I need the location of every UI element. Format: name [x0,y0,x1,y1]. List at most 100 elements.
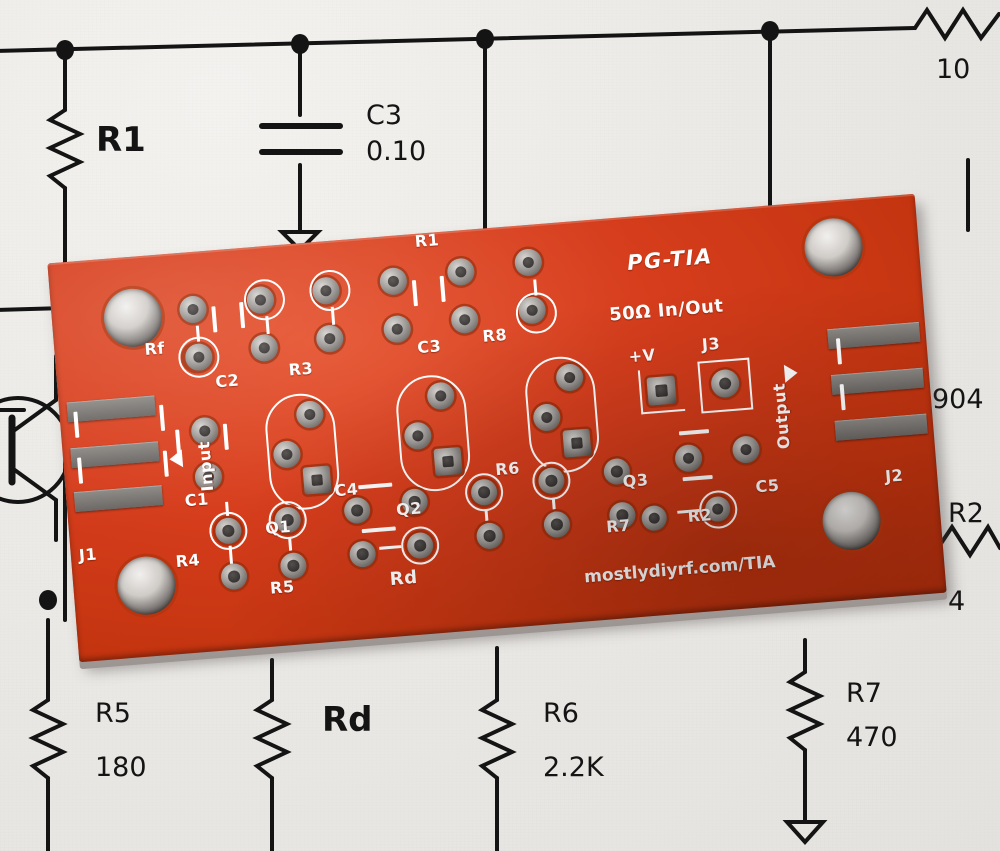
silk-label-r3: R3 [287,358,314,380]
silk-bar-c4-top [358,482,393,490]
pad-top-1 [178,294,208,325]
silk-label-c5: C5 [754,475,781,497]
pcb-brand-url: mostlydiyrf.com/TIA [583,552,777,588]
schematic-label-c3: C3 [366,100,403,131]
smd-pad-j1-b [70,441,160,469]
silk-stem-q1-bot [288,536,293,554]
pad-r5 [279,551,308,580]
pad-top-4 [378,266,408,296]
pad-top-3b [315,324,345,354]
junction-dot [761,21,779,41]
silk-label-j1: J1 [78,544,98,565]
r5-resistor-symbol [28,698,68,780]
schematic-label-r5: R5 [95,698,131,729]
silk-label-r1: R1 [414,230,440,251]
schematic-value-r7: 470 [846,722,898,753]
schematic-label-r2: R2 [948,498,984,529]
pcb-board[interactable]: PG-TIA 50Ω In/Out mostlydiyrf.com/TIA Rf… [47,193,954,672]
silk-label-c1: C1 [184,489,210,511]
silk-stem-r8 [533,279,538,296]
silk-label-q3: Q3 [621,470,650,492]
silk-bar-c4-bot [361,526,396,534]
silk-tick-j1-2 [159,404,166,431]
rd-resistor-symbol [252,698,292,780]
silk-stem-rf [195,325,201,342]
silk-tick-input-2 [222,423,229,450]
pad-c5-d [640,504,668,532]
transistor-collector-lead [10,398,58,434]
schematic-label-r7: R7 [846,678,882,709]
pcb-soldermask: PG-TIA 50Ω In/Out mostlydiyrf.com/TIA Rf… [47,193,947,663]
schematic-label-r1: R1 [96,120,146,160]
silk-label-input: Input [194,440,218,493]
silk-ring-rd [399,525,441,567]
ground-symbol-c3 [277,230,323,253]
silk-label-c4: C4 [333,479,360,501]
mounting-hole-bottom-left [115,554,178,617]
r6-resistor-symbol [477,698,517,780]
pad-q3-e [562,428,592,458]
schematic-value-c3: 0.10 [366,136,427,167]
input-arrow-icon [168,449,184,469]
pad-c4-a [343,496,372,525]
silk-label-r8: R8 [481,324,508,346]
silk-label-rf: Rf [143,338,166,359]
ground-symbol-r7 [782,820,828,845]
schematic-value-r10: 10 [936,54,971,85]
pad-r7-b [542,510,571,539]
pad-q2-e [433,446,463,477]
silk-ring-r1 [307,268,353,313]
pad-top-6 [513,247,543,277]
silk-label-c2: C2 [214,370,240,392]
schematic-label-904: 904 [932,384,984,415]
silk-tick-c2-1 [211,306,218,333]
silk-label-r7: R7 [605,515,632,537]
mounting-hole-top-right [802,216,865,279]
pcb-brand-title: PG-TIA [626,244,714,275]
silk-ring-r3 [242,277,287,322]
silk-label-q1: Q1 [264,516,292,538]
schematic-value-r5: 180 [95,752,147,783]
silk-bar-c5-top [678,429,710,436]
silk-tick-c3-1 [411,280,418,307]
silk-stem-rd [379,545,402,550]
junction-dot [291,34,309,54]
pad-top-4b [382,314,412,344]
pad-c5-a [674,443,704,473]
silk-label-rd: Rd [388,566,419,591]
pad-top-5 [446,257,476,287]
schematic-label-rd: Rd [322,700,373,740]
pad-top-2b [249,333,279,363]
mounting-hole-bottom-right [820,489,883,553]
r10-resistor-symbol [913,6,1000,42]
junction-dot [476,29,494,49]
pad-c5-b [731,435,761,465]
silk-label-q2: Q2 [395,498,423,520]
silk-label-j3: J3 [701,333,721,355]
transistor-emitter-lead [10,466,58,502]
silk-tick-j1-4 [162,450,169,477]
silk-label-r5: R5 [269,576,296,598]
r1-resistor-symbol [45,108,85,190]
junction-dot [56,40,74,60]
junction-dot [39,590,57,610]
pad-r4 [220,562,249,591]
smd-pad-j1-a [66,395,156,423]
silk-label-r6: R6 [494,458,521,480]
r7-resistor-symbol [785,670,825,752]
smd-pad-j2-a [827,321,921,350]
silk-corner-vplus [637,366,686,415]
silk-bar-c5-bot [682,474,713,482]
smd-pad-j2-b [830,367,925,395]
pad-r6-b [475,521,504,550]
silk-label-r2: R2 [686,505,713,526]
schematic-value-r2: 4 [948,586,966,617]
pad-top-5b [450,305,480,335]
silk-label-c3: C3 [416,336,442,358]
pad-q1-e [302,465,332,495]
silk-label-j2: J2 [884,465,904,486]
output-arrow-icon [783,363,799,383]
smd-pad-j1-c [73,485,164,513]
